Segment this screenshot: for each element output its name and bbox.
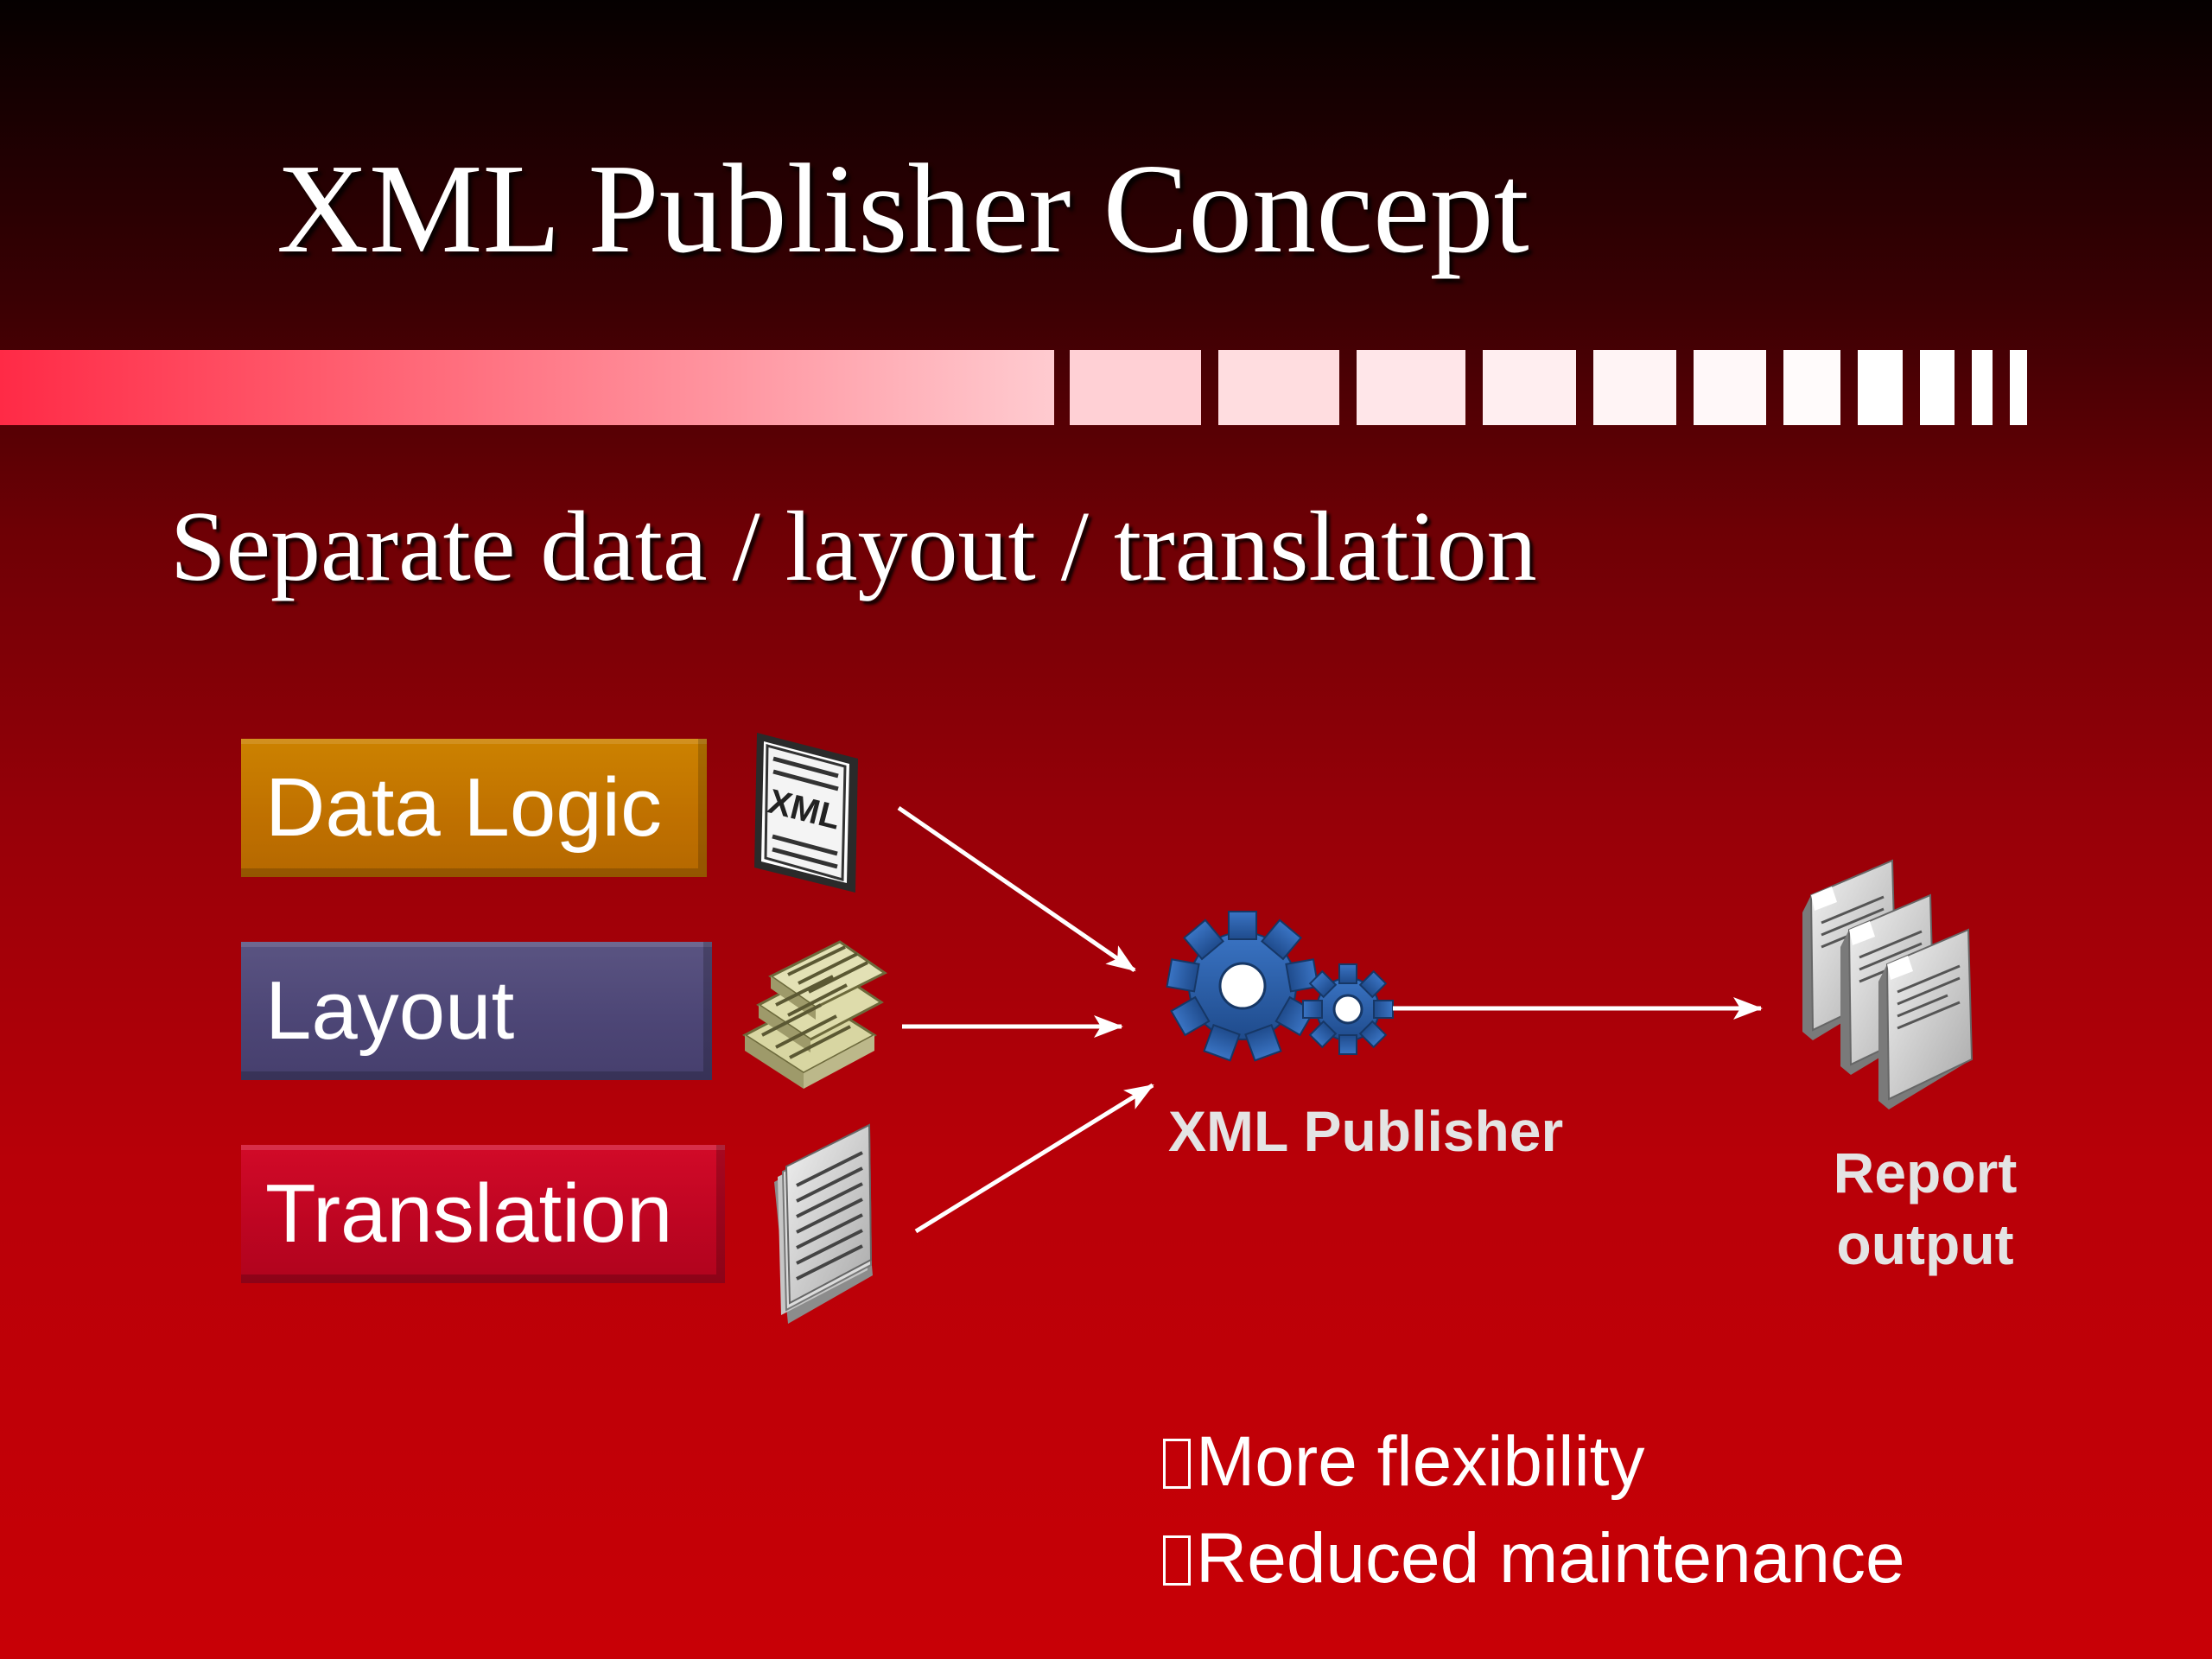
title-stripe-block <box>1858 350 1903 425</box>
title-stripe-block <box>1783 350 1840 425</box>
arrow-data-to-publisher <box>897 805 1136 973</box>
layout-box: Layout <box>241 942 712 1080</box>
stacked-templates-icon <box>742 940 887 1089</box>
title-stripe-block <box>1357 350 1465 425</box>
list-item: More flexibility <box>1163 1414 1905 1510</box>
square-bullet-icon <box>1163 1535 1191 1586</box>
gears-icon <box>1166 911 1394 1062</box>
square-bullet-icon <box>1163 1439 1191 1489</box>
title-stripe-block <box>1483 350 1576 425</box>
layout-label: Layout <box>265 964 515 1057</box>
title-stripe-block <box>1694 350 1766 425</box>
data-logic-label: Data Logic <box>265 761 662 854</box>
data-logic-box: Data Logic <box>241 739 707 877</box>
report-output-caption: Report output <box>1833 1141 2018 1277</box>
title-stripe-block <box>1972 350 1993 425</box>
benefits-list: More flexibility Reduced maintenance <box>1163 1414 1905 1607</box>
title-stripe-block <box>1070 350 1201 425</box>
bullet-text: Reduced maintenance <box>1196 1519 1905 1598</box>
list-item: Reduced maintenance <box>1163 1510 1905 1607</box>
title-stripe-block <box>1218 350 1339 425</box>
slide-title: XML Publisher Concept <box>276 138 1529 280</box>
title-stripe-block <box>2010 350 2027 425</box>
publisher-caption: XML Publisher <box>1168 1099 1564 1163</box>
arrow-translation-to-publisher <box>914 1083 1154 1234</box>
slide-subtitle: Separate data / layout / translation <box>170 492 1537 602</box>
paper-stack-icon <box>774 1123 873 1324</box>
translation-label: Translation <box>265 1167 673 1260</box>
title-stripe-gradient <box>0 350 1054 425</box>
xml-document-icon: XML <box>754 733 858 893</box>
translation-box: Translation <box>241 1145 725 1283</box>
title-stripe-block <box>1593 350 1676 425</box>
bullet-text: More flexibility <box>1196 1422 1645 1501</box>
report-documents-icon <box>1802 859 1974 1109</box>
title-stripe-block <box>1920 350 1955 425</box>
